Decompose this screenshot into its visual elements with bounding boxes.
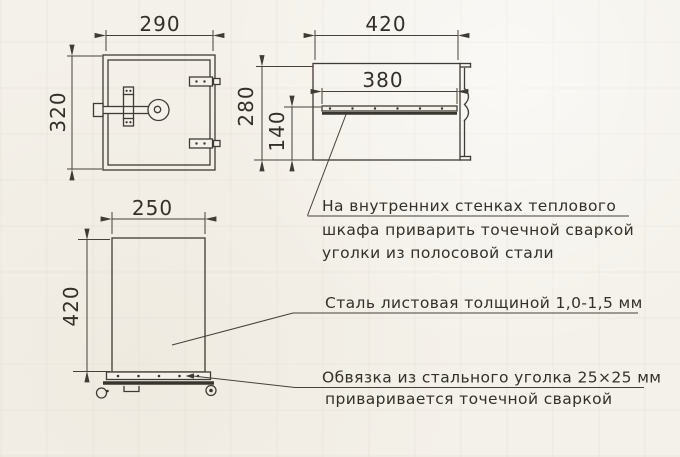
door-latch: [92, 86, 170, 127]
note-weld-angles-line3: уголки из полосовой стали: [322, 244, 554, 262]
note-sheet-steel: Сталь листовая толщиной 1,0-1,5 мм: [171, 294, 643, 346]
cabinet-side-view: [312, 62, 472, 161]
note-frame-angle-line2: приваривается точечной сваркой: [325, 390, 612, 408]
left-foot: [95, 387, 108, 399]
leader-line-frame-angle: [192, 375, 296, 388]
note-frame-angle: Обвязка из стального уголка 25×25 мм при…: [185, 369, 661, 408]
note-weld-angles: На внутренних стенках теплового шкафа пр…: [307, 114, 634, 262]
dim-strip-length: 380: [362, 68, 403, 92]
cabinet-front-view: [95, 237, 217, 399]
right-foot: [205, 384, 217, 397]
cabinet-side-dimensions: 420 380 280 140: [234, 12, 470, 172]
latch-handle-hole: [153, 105, 162, 114]
cabinet-front-dimensions: 250 420: [59, 196, 217, 383]
dim-front-height: 420: [59, 285, 83, 326]
cabinet-body: [111, 237, 206, 373]
door-hinge-bottom: [188, 138, 221, 149]
side-panel: [312, 62, 461, 161]
door-front-dimensions: 290 320: [46, 12, 225, 181]
dim-door-height: 320: [46, 91, 70, 132]
note-sheet-steel-text: Сталь листовая толщиной 1,0-1,5 мм: [325, 294, 643, 312]
latch-keeper: [463, 87, 470, 122]
dim-side-width: 420: [365, 12, 406, 36]
leader-line-weld-angles: [307, 114, 347, 216]
hinge-tab: [212, 77, 221, 86]
note-weld-angles-line2: шкафа приварить точечной сваркой: [322, 221, 634, 239]
strip-bar: [321, 105, 458, 112]
latch-guide-bracket: [122, 86, 135, 127]
hinge-plate: [188, 76, 214, 87]
door-hinge-top: [188, 76, 221, 87]
hinge-plate: [188, 138, 214, 149]
dim-strip-height: 140: [265, 110, 289, 151]
dim-side-height: 280: [234, 85, 258, 126]
latch-end-cap: [92, 102, 104, 118]
door-front-view: [92, 54, 221, 171]
welded-strip: [321, 105, 458, 115]
hinge-tab: [212, 139, 221, 148]
dim-front-width: 250: [132, 196, 173, 220]
side-flange: [459, 62, 472, 161]
latch-handle: [147, 98, 170, 122]
note-weld-angles-line1: На внутренних стенках теплового: [322, 197, 616, 215]
leader-arrowhead: [185, 373, 194, 379]
dim-door-width: 290: [139, 12, 180, 36]
bottom-bracket: [123, 385, 140, 393]
note-frame-angle-line1: Обвязка из стального уголка 25×25 мм: [322, 369, 661, 387]
leader-line-sheet-steel: [171, 312, 294, 346]
